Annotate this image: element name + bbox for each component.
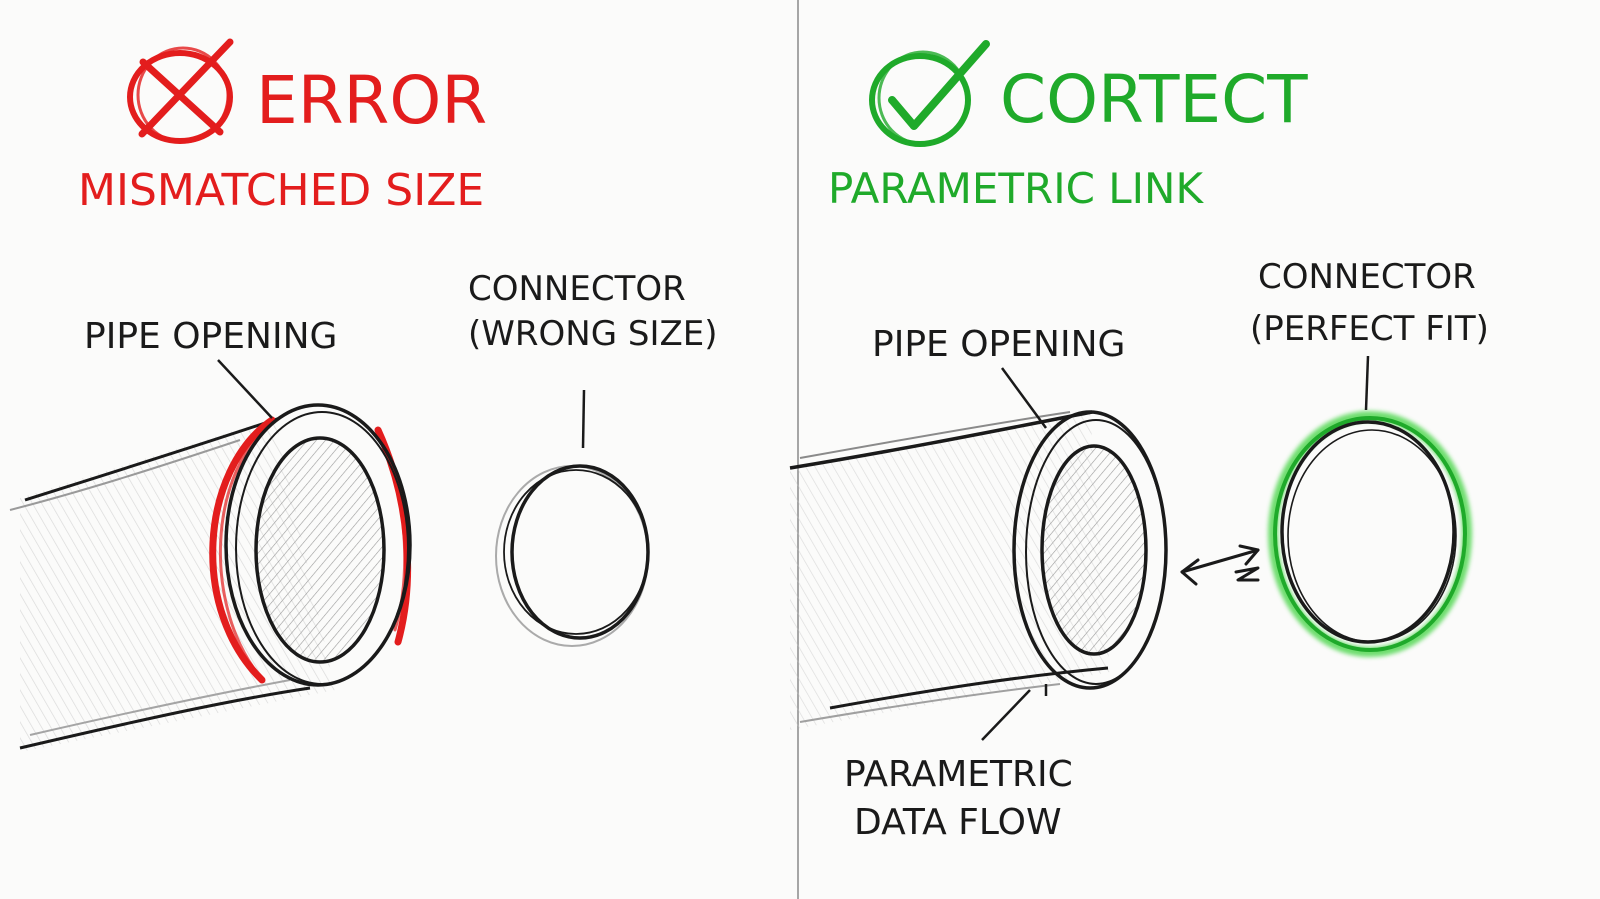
left-connector-label-line1: CONNECTOR bbox=[468, 269, 686, 309]
left-connector-label-line2: (WRONG SIZE) bbox=[468, 314, 718, 354]
fit-arrow-icon bbox=[1180, 544, 1260, 586]
check-circle-icon bbox=[869, 40, 990, 147]
left-pipe-label: PIPE OPENING bbox=[84, 316, 337, 357]
flow-label-line1: PARAMETRIC bbox=[844, 754, 1073, 795]
left-panel: ERROR MISMATCHED SIZE bbox=[9, 38, 718, 752]
left-title: ERROR bbox=[256, 62, 487, 139]
right-connector-label-line2: (PERFECT FIT) bbox=[1250, 309, 1489, 349]
flow-leader bbox=[981, 689, 1031, 741]
x-circle-icon bbox=[127, 38, 234, 144]
right-connector-perfect-fit bbox=[1268, 411, 1472, 657]
right-subtitle: PARAMETRIC LINK bbox=[828, 164, 1204, 213]
flow-label-line2: DATA FLOW bbox=[854, 802, 1062, 843]
right-pipe-leader bbox=[1000, 367, 1048, 429]
left-subtitle: MISMATCHED SIZE bbox=[78, 165, 484, 216]
right-pipe-opening bbox=[1012, 410, 1168, 696]
right-connector-leader bbox=[1364, 355, 1370, 411]
right-title: CORTECT bbox=[1000, 61, 1308, 138]
left-pipe-leader bbox=[217, 359, 273, 419]
right-panel: CORTECT PARAMETRIC LINK bbox=[789, 40, 1489, 843]
left-pipe bbox=[9, 416, 335, 752]
left-connector-leader bbox=[581, 389, 586, 449]
right-pipe bbox=[789, 410, 1110, 730]
left-connector-wrong-size bbox=[495, 464, 650, 647]
left-pipe-opening bbox=[224, 403, 412, 687]
right-connector-label-line1: CONNECTOR bbox=[1258, 257, 1476, 297]
right-pipe-label: PIPE OPENING bbox=[872, 324, 1125, 365]
